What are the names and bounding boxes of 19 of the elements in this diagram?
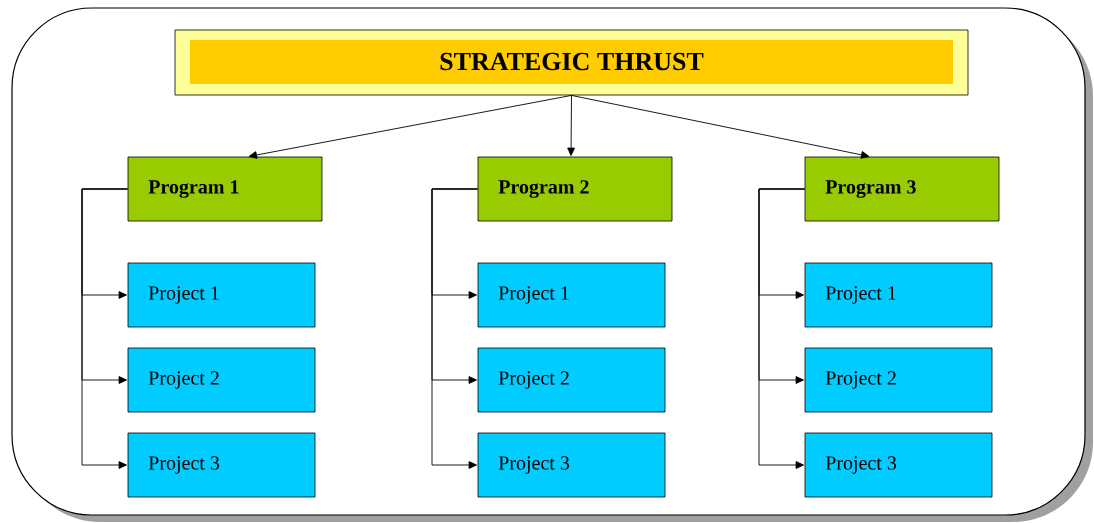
arrow [567, 94, 575, 156]
program-box: Program 3 [804, 156, 1000, 222]
arrow [758, 188, 806, 469]
project-box: Project 2 [127, 347, 316, 413]
project-box: Project 2 [804, 347, 993, 413]
project-box: Project 3 [477, 432, 666, 498]
arrow [81, 188, 129, 469]
arrow [431, 188, 479, 469]
program-box: Program 2 [477, 156, 673, 222]
arrow [248, 94, 572, 159]
project-box: Project 1 [127, 262, 316, 328]
project-box: Project 2 [477, 347, 666, 413]
project-box: Project 3 [127, 432, 316, 498]
project-box: Project 1 [804, 262, 993, 328]
title-box: STRATEGIC THRUST [174, 29, 969, 96]
project-box: Project 3 [804, 432, 993, 498]
project-box: Project 1 [477, 262, 666, 328]
program-box: Program 1 [127, 156, 323, 222]
arrow [571, 94, 870, 159]
